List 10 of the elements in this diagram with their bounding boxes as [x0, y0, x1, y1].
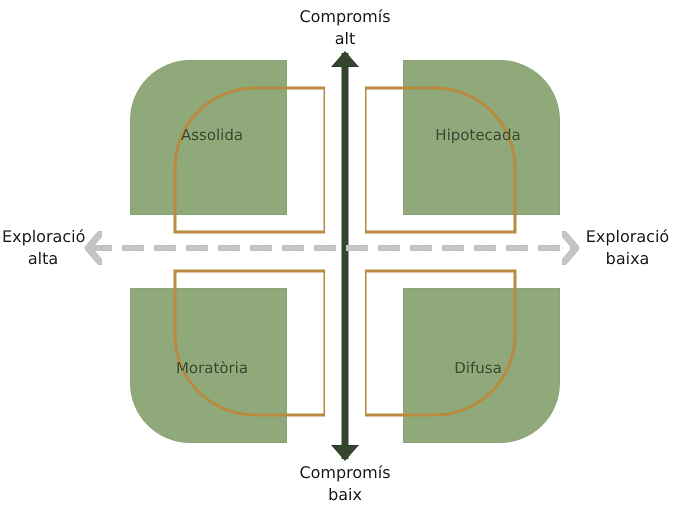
arrow — [331, 51, 359, 461]
arrow — [84, 230, 580, 266]
axis-label: Compromís baix — [290, 462, 400, 506]
quadrant-label: Assolida — [180, 126, 244, 144]
axis-label: Compromís alt — [290, 6, 400, 50]
quadrant-label: Hipotecada — [435, 126, 521, 144]
quadrant-label: Moratòria — [176, 359, 248, 377]
quadrant-label: Difusa — [454, 359, 502, 377]
axis-label: Exploració baixa — [580, 226, 675, 270]
axis-label: Exploració alta — [2, 226, 84, 270]
